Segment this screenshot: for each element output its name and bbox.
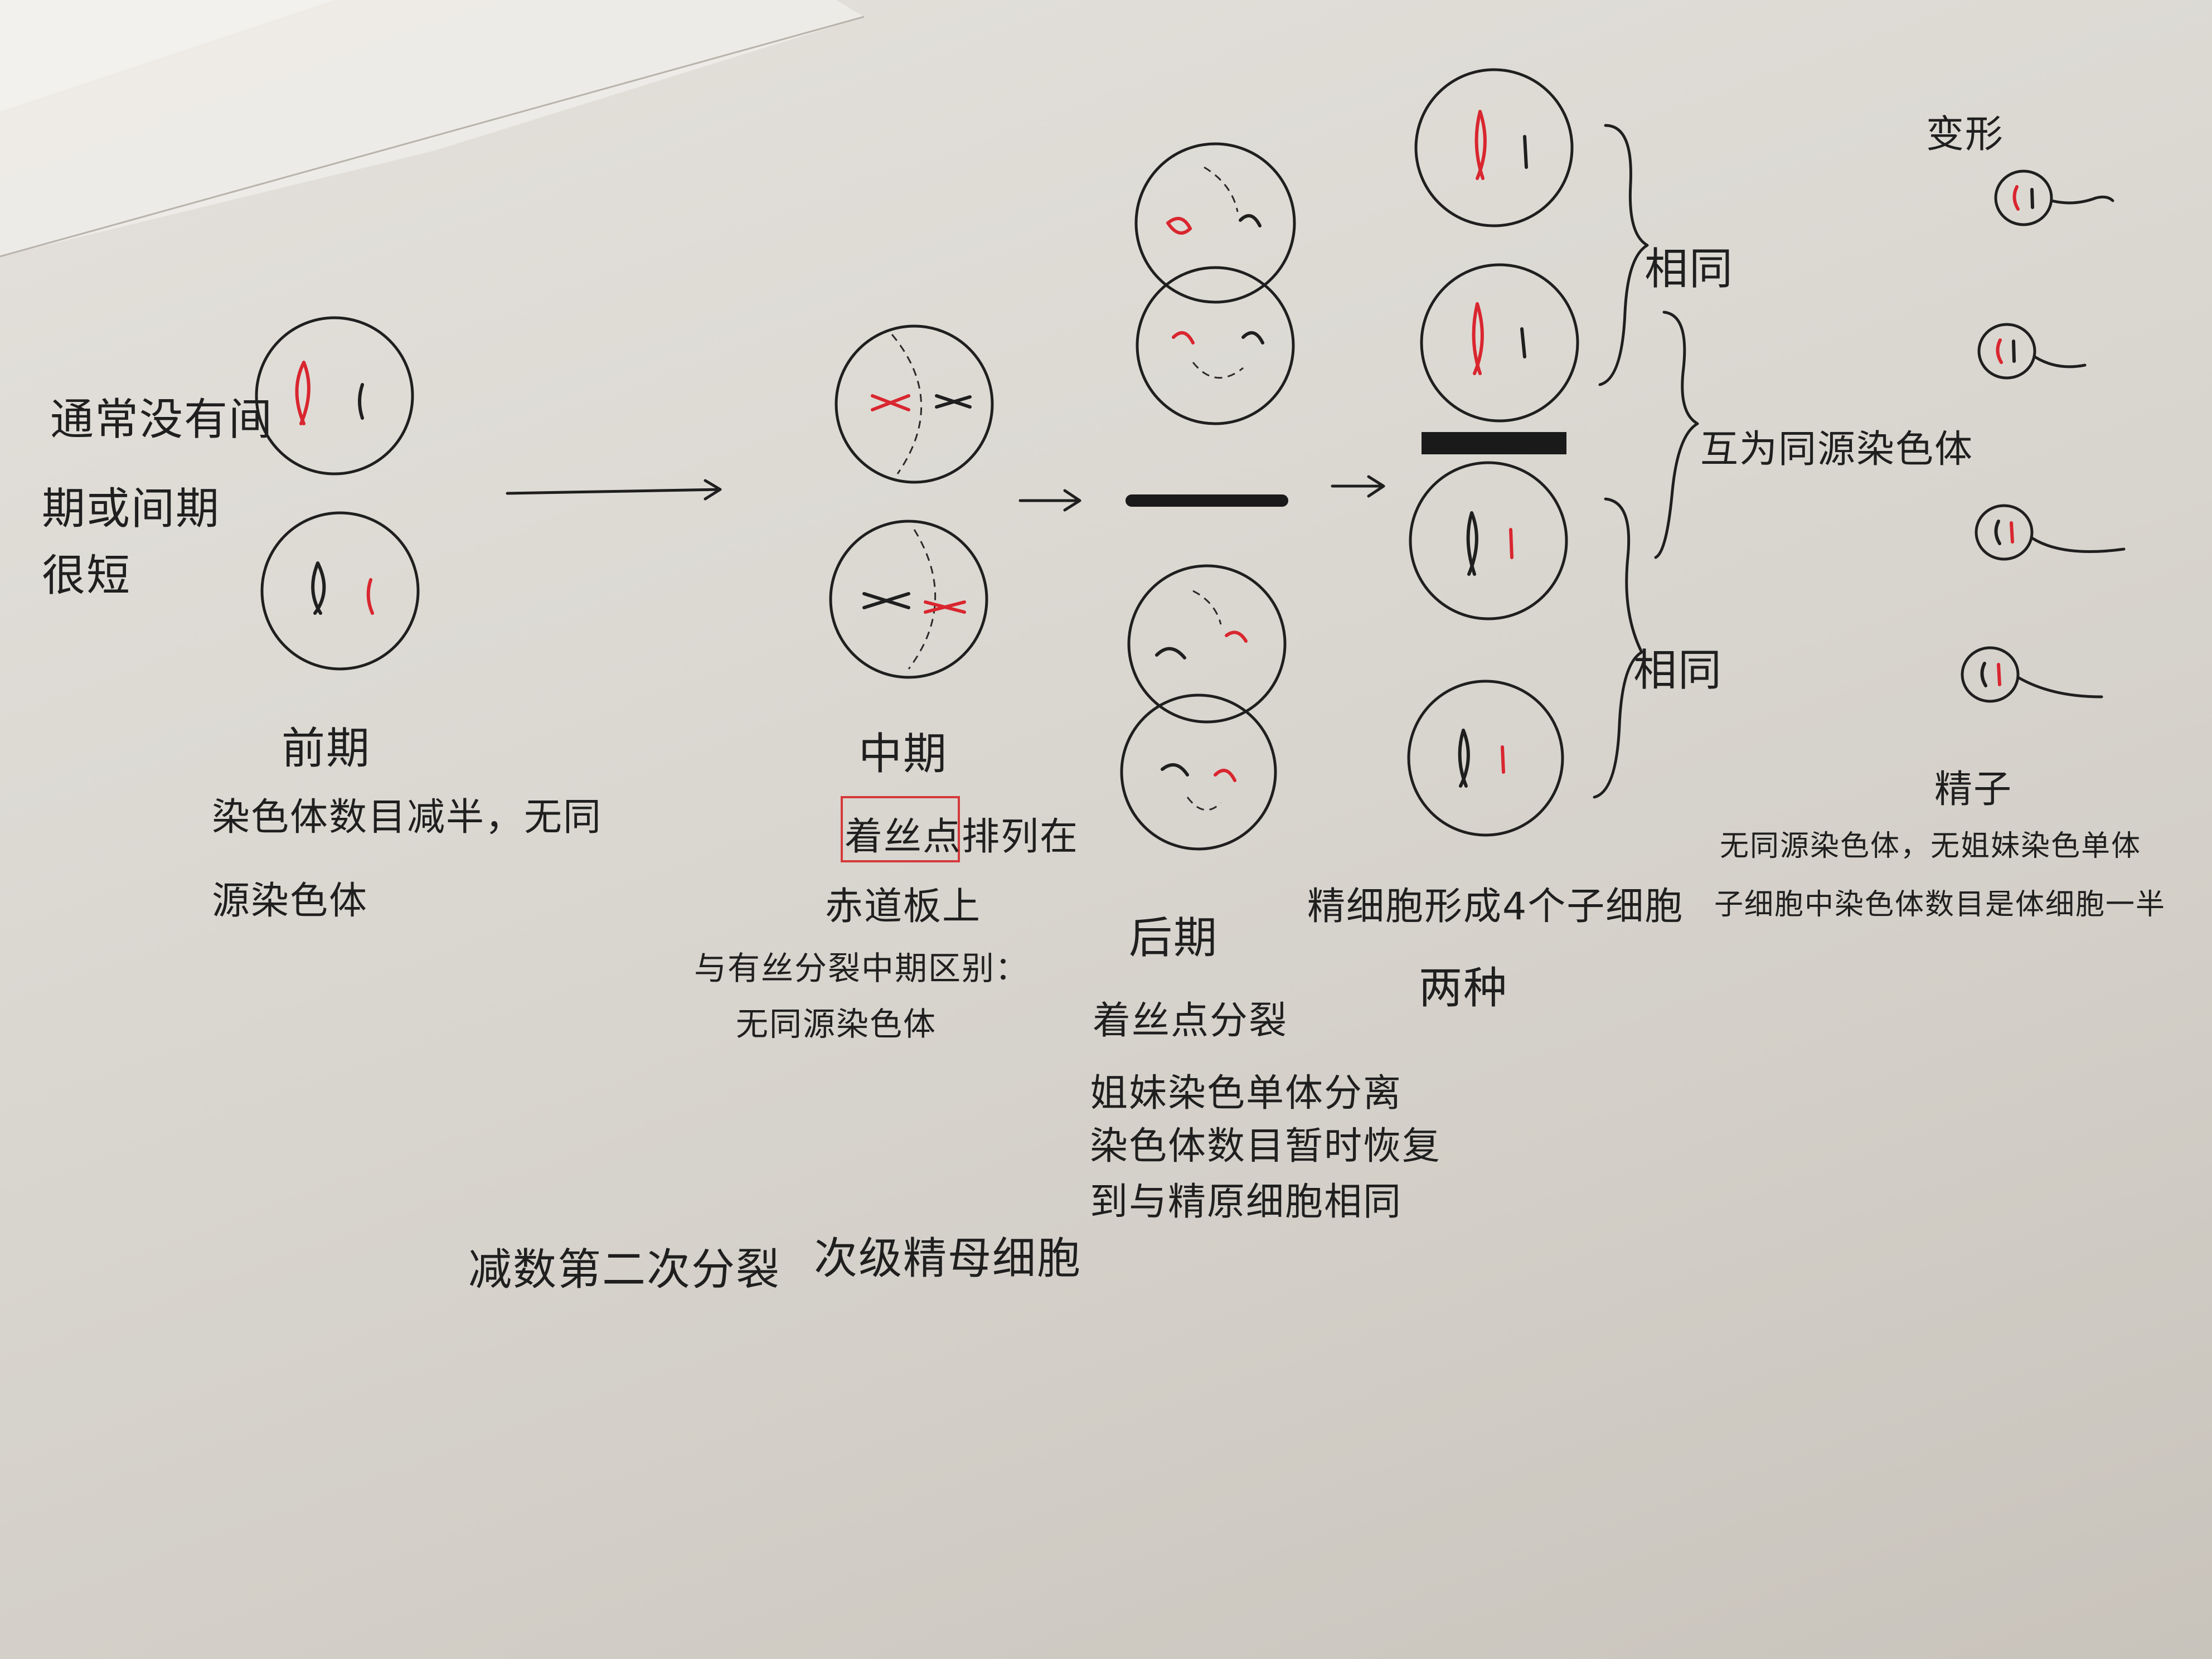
metaphase-cell-top [835, 324, 994, 484]
red-chromosome [1172, 331, 1195, 345]
metaphase-cells [829, 324, 994, 679]
red-chromosome [1996, 338, 2003, 364]
red-chromosome [366, 578, 374, 615]
metaphase-boxed-word: 着丝点 [845, 815, 962, 859]
telophase-note-2: 两种 [1419, 963, 1508, 1013]
arrow-right [506, 479, 722, 501]
red-chromosome [1166, 217, 1192, 235]
black-chromosome [1155, 647, 1186, 659]
metaphase-note-2: 无同源染色体 [736, 1005, 937, 1043]
red-chromosome [1501, 745, 1505, 774]
daughter-cell-2 [1420, 263, 1579, 423]
left-note-line-1: 通常没有间 [50, 395, 274, 445]
sperm-tail [2050, 195, 2114, 205]
sperm-header: 变形 [1926, 113, 2005, 157]
sperm-head-1 [1994, 169, 2053, 226]
metaphase-title: 中期 [858, 729, 948, 779]
anaphase-cell-top-a [1134, 142, 1296, 304]
black-chromosome [1458, 729, 1470, 788]
metaphase-line-2: 赤道板上 [825, 885, 982, 929]
sperm-tail [2016, 676, 2103, 698]
red-chromosome [1474, 110, 1487, 180]
spindle-line [1186, 797, 1222, 811]
prophase-note-2: 源染色体 [212, 879, 368, 923]
spindle-line [1204, 166, 1239, 212]
left-note-line-2: 期或间期 [42, 484, 221, 534]
red-chromosome [924, 600, 966, 614]
anaphase-note-2: 姐妹染色单体分离 [1090, 1071, 1403, 1115]
black-chromosome [935, 394, 972, 409]
telophase-note-1: 精细胞形成4个子细胞 [1307, 885, 1684, 929]
black-chromosome [1239, 214, 1262, 227]
red-chromosome [2012, 185, 2020, 211]
highlight-box [841, 796, 960, 862]
anaphase-cell-bottom-a [1127, 564, 1287, 724]
brace-label-same-top: 相同 [1645, 244, 1734, 294]
spindle-line [1192, 590, 1222, 625]
sperm-tail [2033, 355, 2087, 368]
metaphase-cell-bottom [829, 520, 988, 679]
anaphase-cell-bottom-b [1120, 693, 1277, 851]
sperm-tail [2030, 536, 2126, 553]
black-chromosome [1161, 763, 1189, 777]
red-chromosome [1997, 663, 2001, 686]
spindle-line [908, 529, 937, 670]
daughter-cell-1 [1414, 68, 1574, 227]
black-chromosome [862, 592, 910, 609]
brace-homologous [1654, 311, 1699, 559]
red-chromosome [295, 361, 311, 425]
sperm-note-1: 无同源染色体，无姐妹染色单体 [1720, 830, 2142, 863]
sperm-head-2 [1977, 323, 2036, 380]
anaphase-title: 后期 [1129, 913, 1219, 963]
daughter-cell-4 [1407, 680, 1564, 837]
arrow-right [1018, 489, 1081, 512]
red-chromosome [2010, 521, 2014, 544]
brace-label-homologous: 互为同源染色体 [1700, 428, 1974, 472]
metaphase-line-1-rest: 排列在 [962, 815, 1079, 859]
prophase-title: 前期 [282, 724, 371, 774]
sperm-cells [1961, 169, 2126, 703]
anaphase-cell-top-b [1136, 266, 1295, 425]
black-chromosome [311, 561, 326, 615]
sperm-head-3 [1975, 504, 2034, 561]
metaphase-note-1: 与有丝分裂中期区别： [694, 949, 1029, 987]
black-chromosome [1994, 520, 2001, 545]
prophase-note-1: 染色体数目减半，无同 [212, 795, 603, 840]
black-chromosome [1466, 511, 1478, 576]
red-chromosome [1472, 302, 1484, 375]
black-chromosome [1980, 662, 1987, 687]
sperm-title: 精子 [1934, 768, 2013, 812]
bottom-note-right: 次级精母细胞 [814, 1234, 1082, 1284]
red-chromosome [1214, 769, 1236, 782]
arrow-right [1331, 475, 1385, 498]
prophase-cell-bottom [260, 511, 420, 671]
anaphase-note-3: 染色体数目暂时恢复 [1090, 1124, 1442, 1168]
daughter-cell-3 [1409, 461, 1568, 620]
sperm-head-4 [1961, 646, 2020, 703]
black-chromosome [1241, 331, 1264, 345]
spindle-line [1192, 362, 1244, 379]
telophase-cells [1407, 68, 1579, 837]
left-note-line-3: 很短 [42, 551, 132, 601]
brace-same-top [1598, 124, 1649, 386]
black-chromosome [358, 383, 364, 420]
bottom-note-left: 减数第二次分裂 [468, 1245, 781, 1295]
anaphase-note-4: 到与精原细胞相同 [1090, 1180, 1403, 1224]
red-chromosome [1225, 630, 1248, 643]
brace-label-same-bottom: 相同 [1633, 646, 1723, 696]
sperm-note-2: 子细胞中染色体数目是体细胞一半 [1714, 888, 2166, 921]
brace-same-bottom [1593, 497, 1643, 799]
black-chromosome [1523, 135, 1528, 169]
black-chromosome [1520, 327, 1526, 358]
red-chromosome [871, 394, 910, 411]
prophase-cells [255, 316, 420, 671]
anaphase-cells [1120, 142, 1296, 851]
anaphase-note-1: 着丝点分裂 [1093, 999, 1288, 1043]
red-chromosome [1509, 528, 1514, 559]
prophase-cell-top [255, 316, 414, 476]
